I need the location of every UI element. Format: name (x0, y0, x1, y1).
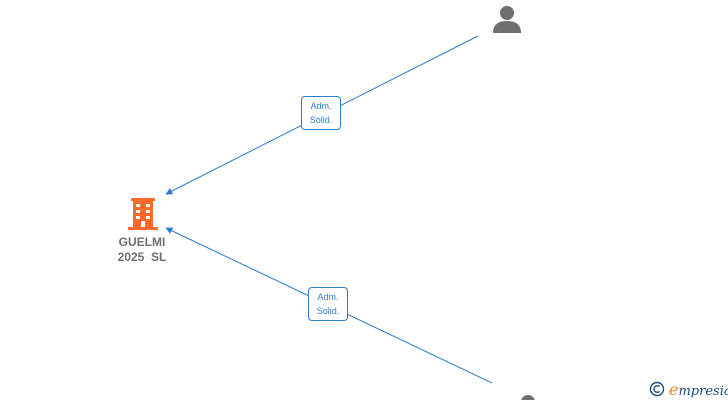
person-icon[interactable] (493, 6, 521, 33)
company-name-line2: 2025 SL (117, 250, 167, 264)
person-icon[interactable] (521, 395, 535, 400)
relation-role-line2: Solid. (316, 306, 340, 316)
relation-role-line2: Solid. (309, 115, 333, 125)
company-name-line1: GUELMI (118, 235, 166, 249)
brand-first-letter: e (669, 379, 679, 399)
brand-name: empresia (669, 380, 728, 399)
relation-label[interactable]: Adm. Solid. (308, 287, 348, 321)
company-name[interactable]: GUELMI 2025 SL (102, 235, 182, 265)
relation-label[interactable]: Adm. Solid. (301, 96, 341, 130)
copyright-icon (649, 381, 665, 397)
brand-rest: mpresia (678, 383, 728, 399)
relation-role-line1: Adm. (310, 101, 332, 111)
building-icon[interactable] (128, 198, 158, 230)
relation-role-line1: Adm. (317, 292, 339, 302)
brand-logo: empresia (649, 378, 728, 400)
